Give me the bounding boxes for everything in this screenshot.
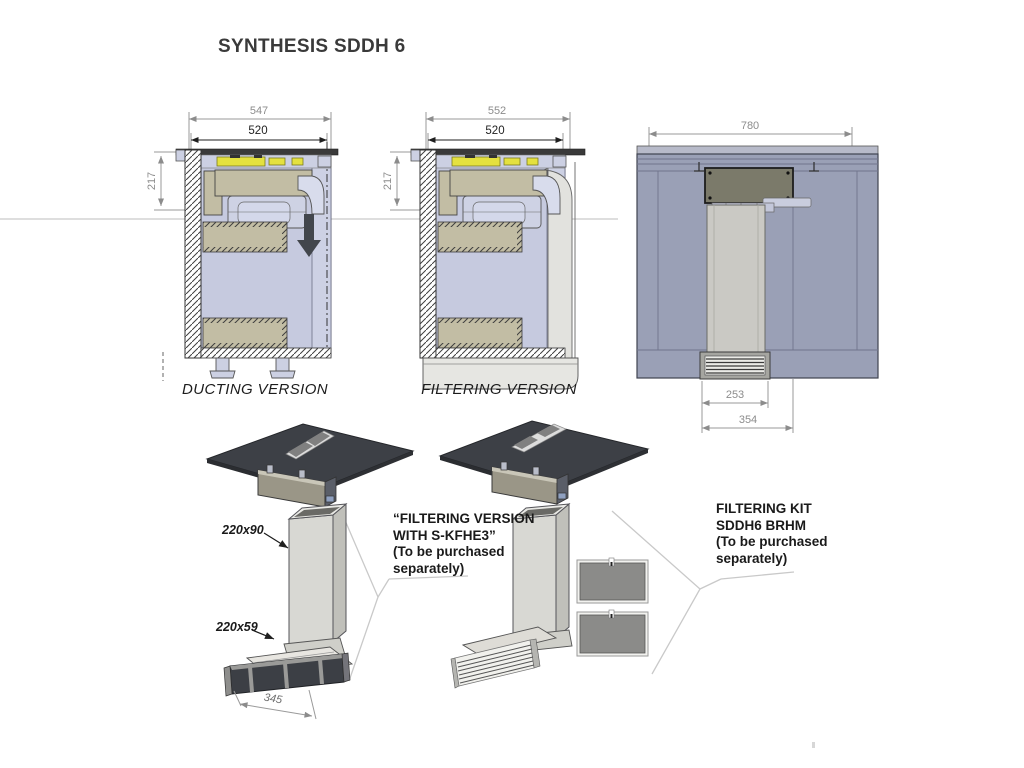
filtering-kit-note: FILTERING KIT SDDH6 BRHM (To be purchase… (716, 501, 828, 567)
rear-view-diagram (636, 127, 879, 433)
flat-duct-grille (223, 637, 354, 697)
page-artifact (812, 742, 815, 748)
plinth-grille (699, 351, 771, 380)
vertical-duct (511, 502, 571, 643)
page-title: SYNTHESIS SDDH 6 (218, 36, 406, 57)
ducting-version-label: DUCTING VERSION (181, 381, 329, 398)
hob-motor-box (257, 464, 337, 508)
duct-size-220x90-label: 220x90 (222, 523, 264, 537)
duct-elbow (532, 175, 561, 215)
note-line: separately) (393, 560, 465, 576)
worktop-edge (636, 145, 879, 155)
filter-panel (576, 557, 649, 604)
ducting-version-diagram (154, 112, 339, 381)
drawer-blocks (202, 221, 288, 349)
note-line: FILTERING KIT (716, 501, 812, 516)
cooktop-section (410, 148, 586, 169)
dim-217-label-filtering: 217 (382, 171, 394, 191)
duct-size-220x59-label: 220x59 (216, 620, 258, 634)
dim-520-label-filtering: 520 (485, 125, 505, 137)
motor-unit (449, 169, 548, 197)
label-arrow-220x59 (251, 629, 275, 640)
note-line: (To be purchased (393, 544, 505, 559)
dim-354-label: 354 (738, 414, 758, 426)
note-line: WITH S-KFHE3” (393, 527, 496, 543)
note-line: “FILTERING VERSION (393, 511, 535, 526)
dim-253-label: 253 (725, 389, 745, 401)
motor-unit (214, 169, 313, 197)
duct-elbow (297, 175, 325, 215)
drawer-blocks (437, 221, 523, 349)
dim-520-label-ducting: 520 (248, 125, 268, 137)
mounting-clips (694, 162, 819, 172)
filtering-version-note: “FILTERING VERSION WITH S-KFHE3” (To be … (393, 511, 535, 577)
leader-lines-right (611, 510, 795, 675)
note-line: (To be purchased (716, 534, 828, 549)
vertical-duct-220x90 (287, 502, 348, 647)
note-line: separately) (716, 550, 788, 566)
filtering-version-diagram (390, 112, 586, 390)
flat-duct-outlet (450, 626, 573, 689)
vertical-duct (706, 204, 766, 353)
filtering-version-label: FILTERING VERSION (421, 381, 577, 398)
label-arrow-220x90 (263, 532, 289, 549)
dim-217-label-ducting: 217 (146, 171, 158, 191)
dimension-345 (233, 689, 317, 720)
airflow-down-arrow-icon (297, 214, 321, 257)
cooktop-element (216, 156, 266, 167)
dim-552-label: 552 (487, 105, 507, 117)
hob-motor-box (491, 461, 569, 505)
dim-547-label: 547 (249, 105, 269, 117)
ducting-kit-3d (205, 423, 469, 720)
leader-lines-left (340, 510, 469, 682)
filter-panel (576, 609, 649, 657)
cabinet-feet (209, 357, 296, 379)
note-line: SDDH6 BRHM (716, 517, 807, 533)
filtering-kit-3d (438, 420, 795, 689)
dim-780-label: 780 (740, 120, 760, 132)
plinth-outlet (422, 357, 579, 390)
